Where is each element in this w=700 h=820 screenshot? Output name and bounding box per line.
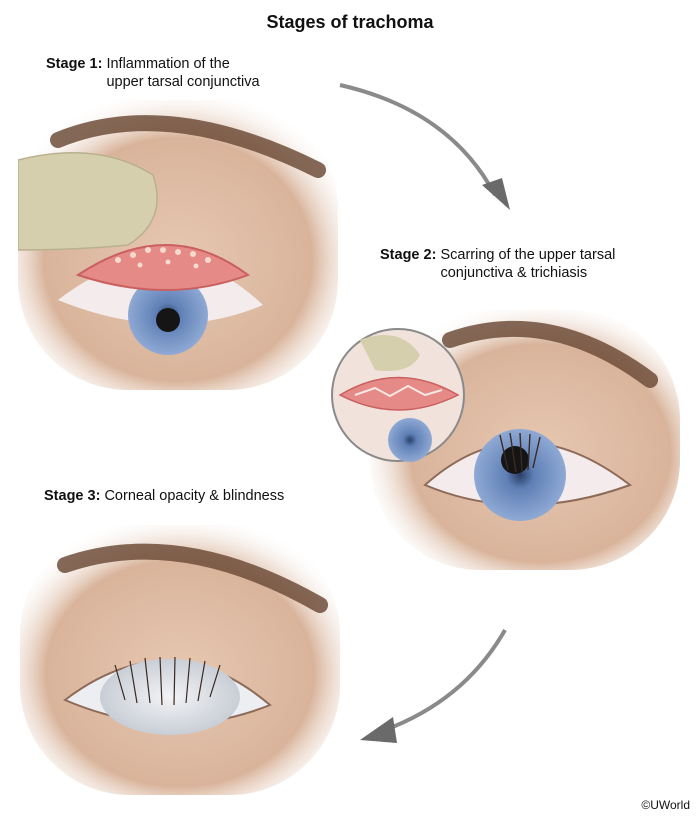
stage-2-label: Stage 2: <box>380 247 437 263</box>
copyright-notice: ©UWorld <box>641 798 690 812</box>
eyebrow <box>50 115 326 178</box>
stage-1-caption: Stage 1: Inflammation of the upper tarsa… <box>46 55 260 91</box>
scarred-conjunctiva <box>338 376 460 411</box>
eyebrow <box>57 543 328 613</box>
inturned-eyelashes <box>499 432 541 473</box>
stage-2-desc-line1: Scarring of the upper tarsal <box>440 247 616 263</box>
stage-2-eye-illustration <box>331 310 680 570</box>
opaque-cornea <box>100 659 240 735</box>
stage-2-caption: Stage 2: Scarring of the upper tarsal co… <box>380 246 615 282</box>
stage-3-desc-line1: Corneal opacity & blindness <box>104 488 285 504</box>
gloved-finger <box>18 152 158 251</box>
inset-iris <box>388 418 432 462</box>
progression-arrow-1 <box>339 83 510 210</box>
stage-1-description: Inflammation of the upper tarsal conjunc… <box>106 55 259 91</box>
arrow-head <box>482 178 510 210</box>
pupil <box>156 308 180 332</box>
stage-3-description: Corneal opacity & blindness <box>104 487 284 505</box>
stage-3-label: Stage 3: <box>44 488 101 504</box>
stage-2-description: Scarring of the upper tarsal conjunctiva… <box>440 246 615 282</box>
arrow-shaft <box>339 83 497 196</box>
stage-1-desc-line1: Inflammation of the <box>106 56 230 72</box>
follicles <box>115 247 211 269</box>
eyebrow <box>442 320 658 388</box>
stage-1-label: Stage 1: <box>46 56 103 72</box>
arrow-head <box>360 717 397 743</box>
stage-1-eye-illustration <box>18 100 338 390</box>
stage-3-eye-illustration <box>20 525 340 795</box>
inturned-eyelashes <box>114 656 221 706</box>
arrow-shaft <box>384 629 507 732</box>
stage-1-desc-line2: upper tarsal conjunctiva <box>106 74 260 90</box>
figure-title: Stages of trachoma <box>266 12 434 32</box>
progression-arrow-2 <box>360 629 507 743</box>
everted-upper-tarsal-conjunctiva <box>75 244 251 291</box>
stage-2-desc-line2: conjunctiva & trichiasis <box>440 265 588 281</box>
inset-gloved-finger <box>360 335 420 371</box>
scar-lines <box>354 384 443 398</box>
stage-3-caption: Stage 3: Corneal opacity & blindness <box>44 487 284 505</box>
iris <box>474 429 566 521</box>
